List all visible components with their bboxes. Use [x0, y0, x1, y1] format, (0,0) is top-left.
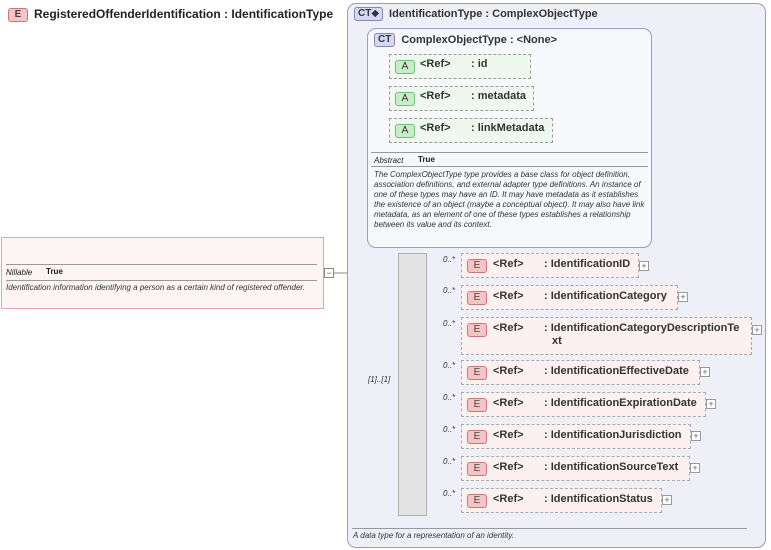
child-element-box[interactable] — [461, 424, 691, 449]
element-ref: <Ref> — [493, 258, 524, 270]
element-name: : IdentificationCategory — [544, 290, 667, 302]
base-type-title[interactable]: CT ComplexObjectType : <None> — [374, 33, 557, 47]
attribute-ref: <Ref> — [420, 58, 451, 70]
attribute-name: : id — [471, 58, 488, 70]
child-element-box[interactable] — [461, 317, 752, 355]
expand-toggle-icon[interactable]: + — [700, 367, 710, 377]
nillable-label: Nillable — [6, 268, 33, 277]
element-name: : IdentificationSourceText — [544, 461, 679, 473]
element-ref: <Ref> — [493, 429, 524, 441]
child-element-box[interactable] — [461, 456, 690, 481]
child-element-box[interactable] — [461, 392, 706, 417]
element-occurrence: 0..* — [443, 393, 456, 402]
nillable-value: True — [46, 267, 63, 276]
element-occurrence: 0..* — [443, 425, 456, 434]
root-element-box[interactable] — [1, 237, 324, 309]
complex-type-name: IdentificationType : ComplexObjectType — [389, 7, 598, 20]
base-type-name: ComplexObjectType : <None> — [401, 33, 558, 46]
element-occurrence: 0..* — [443, 255, 456, 264]
child-element-box[interactable] — [461, 488, 662, 513]
element-ref: <Ref> — [493, 322, 524, 334]
complex-type-title[interactable]: CT◆ IdentificationType : ComplexObjectTyp… — [354, 7, 598, 21]
complex-type-badge-icon: CT◆ — [354, 7, 384, 21]
sequence-compositor[interactable] — [398, 253, 427, 516]
element-badge-icon: E — [467, 323, 487, 337]
divider — [6, 264, 317, 265]
element-occurrence: 0..* — [443, 319, 456, 328]
child-element-box[interactable] — [461, 253, 639, 278]
attribute-badge-icon: A — [395, 92, 415, 106]
element-name: : IdentificationEffectiveDate — [544, 365, 689, 377]
divider — [371, 152, 648, 153]
element-badge-icon: E — [467, 398, 487, 412]
element-occurrence: 0..* — [443, 361, 456, 370]
element-ref: <Ref> — [493, 493, 524, 505]
expand-toggle-icon[interactable]: + — [662, 495, 672, 505]
child-element-box[interactable] — [461, 360, 700, 385]
element-badge-icon: E — [467, 259, 487, 273]
element-badge-icon: E — [467, 494, 487, 508]
element-ref: <Ref> — [493, 290, 524, 302]
element-name: : IdentificationID — [544, 258, 631, 270]
element-occurrence: 0..* — [443, 286, 456, 295]
element-name: : IdentificationExpirationDate — [544, 397, 697, 409]
expand-toggle-icon[interactable]: + — [639, 261, 649, 271]
abstract-value: True — [418, 155, 435, 164]
expand-toggle-icon[interactable]: + — [691, 431, 701, 441]
complex-type-description: A data type for a representation of an i… — [353, 531, 514, 540]
divider — [6, 280, 317, 281]
element-ref: <Ref> — [493, 397, 524, 409]
root-element-name: RegisteredOffenderIdentification : Ident… — [34, 7, 334, 21]
element-name-continuation: xt — [552, 335, 562, 347]
element-occurrence: 0..* — [443, 457, 456, 466]
expand-toggle-icon[interactable]: + — [706, 399, 716, 409]
element-occurrence: 0..* — [443, 489, 456, 498]
element-ref: <Ref> — [493, 365, 524, 377]
collapse-toggle-icon[interactable]: − — [324, 268, 334, 278]
attribute-badge-icon: A — [395, 124, 415, 138]
expand-toggle-icon[interactable]: + — [690, 463, 700, 473]
child-element-box[interactable] — [461, 285, 678, 310]
element-name: : IdentificationCategoryDescriptionTe — [544, 322, 740, 334]
element-badge-icon: E — [467, 462, 487, 476]
element-badge-icon: E — [467, 430, 487, 444]
expand-toggle-icon[interactable]: + — [678, 292, 688, 302]
element-name: : IdentificationStatus — [544, 493, 653, 505]
attribute-badge-icon: A — [395, 60, 415, 74]
sequence-occurrence: [1]..[1] — [368, 375, 391, 384]
element-badge-icon: E — [467, 366, 487, 380]
abstract-label: Abstract — [374, 156, 404, 165]
complex-type-badge-icon: CT — [374, 33, 396, 47]
root-element-description: Identification information identifying a… — [6, 283, 305, 292]
element-ref: <Ref> — [493, 461, 524, 473]
element-badge-icon: E — [8, 7, 28, 22]
element-badge-icon: E — [467, 291, 487, 305]
attribute-ref: <Ref> — [420, 90, 451, 102]
expand-toggle-icon[interactable]: + — [752, 325, 762, 335]
divider — [371, 166, 648, 167]
base-type-description: The ComplexObjectType type provides a ba… — [374, 170, 645, 229]
attribute-linkmetadata[interactable] — [389, 118, 553, 143]
attribute-ref: <Ref> — [420, 122, 451, 134]
attribute-name: : linkMetadata — [471, 122, 545, 134]
attribute-name: : metadata — [471, 90, 527, 102]
element-name: : IdentificationJurisdiction — [544, 429, 682, 441]
divider — [352, 528, 747, 529]
root-element-title[interactable]: E RegisteredOffenderIdentification : Iden… — [8, 7, 333, 22]
